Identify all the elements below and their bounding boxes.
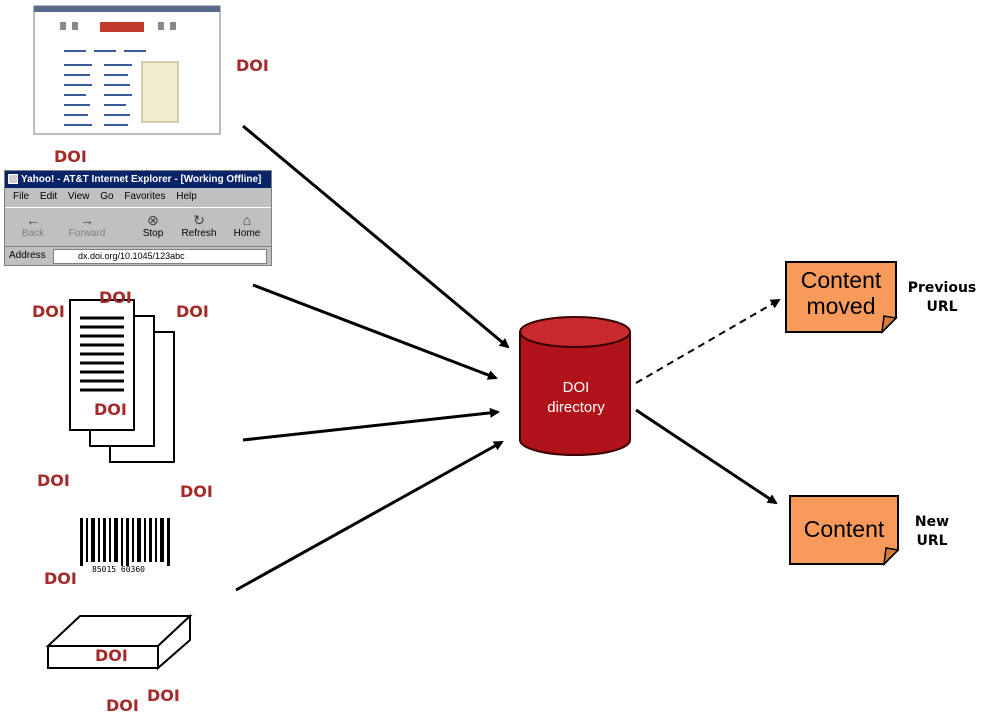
stop-button-label: Stop <box>142 228 164 239</box>
forward-arrow-icon: → <box>80 212 94 228</box>
arrow-directory-to-new-url <box>635 408 778 505</box>
address-bar: Address dx.doi.org/10.1045/123abc <box>5 247 271 265</box>
doi-directory-label: DOI directory <box>521 378 631 418</box>
menu-file[interactable]: File <box>13 191 30 202</box>
doi-label-webpage: DOI <box>236 56 269 75</box>
browser-app-icon <box>8 174 18 184</box>
barcode-icon <box>80 518 170 566</box>
disk-drive-icon <box>45 613 193 671</box>
arrow-directory-to-previous-url <box>635 298 781 384</box>
home-icon: ⌂ <box>242 212 252 228</box>
menu-help[interactable]: Help <box>176 191 197 202</box>
home-button-label: Home <box>233 228 261 239</box>
new-url-line1: New <box>914 514 950 530</box>
back-button[interactable]: ← Back <box>13 212 53 239</box>
content-moved-line2: moved <box>806 293 876 319</box>
doi-label-disk-left: DOI <box>106 696 139 715</box>
doi-label-docs-bottom-right: DOI <box>180 482 213 501</box>
home-button[interactable]: ⌂ Home <box>227 212 267 239</box>
doi-label-disk: DOI <box>95 646 128 665</box>
browser-toolbar: ← Back → Forward ⊗ Stop ↻ Refresh ⌂ Home <box>5 207 271 247</box>
refresh-icon: ↻ <box>193 212 205 228</box>
menu-favorites[interactable]: Favorites <box>124 191 166 202</box>
back-arrow-icon: ← <box>26 212 40 228</box>
doi-label-docs-center: DOI <box>94 400 127 419</box>
doi-label-docs-bottom-left: DOI <box>37 471 70 490</box>
arrow-barcode-to-directory <box>235 440 504 592</box>
arrow-documents-to-directory <box>242 407 500 442</box>
new-url-label: New URL <box>908 513 956 551</box>
refresh-button-label: Refresh <box>181 228 217 239</box>
doi-directory-cylinder <box>519 316 631 456</box>
content-line1: Content <box>803 516 885 542</box>
address-label: Address <box>9 250 46 261</box>
address-input[interactable]: dx.doi.org/10.1045/123abc <box>53 249 267 264</box>
doi-directory-line1: DOI <box>562 379 590 396</box>
doi-label-webpage-bottom: DOI <box>54 147 87 166</box>
browser-title-text: Yahoo! - AT&T Internet Explorer - [Worki… <box>21 174 262 185</box>
new-url-line2: URL <box>916 533 948 549</box>
arrow-browser-to-directory <box>252 283 498 380</box>
browser-window: Yahoo! - AT&T Internet Explorer - [Worki… <box>4 170 272 266</box>
content-moved-note <box>785 261 898 335</box>
doi-label-docs-top: DOI <box>99 288 132 307</box>
stop-button[interactable]: ⊗ Stop <box>133 212 173 239</box>
doi-label-barcode: DOI <box>44 569 77 588</box>
browser-title-bar: Yahoo! - AT&T Internet Explorer - [Worki… <box>5 171 271 188</box>
refresh-button[interactable]: ↻ Refresh <box>179 212 219 239</box>
forward-button-label: Forward <box>68 228 106 239</box>
doi-directory-line2: directory <box>547 399 605 416</box>
previous-url-line2: URL <box>926 299 958 315</box>
back-button-label: Back <box>21 228 45 239</box>
forward-button[interactable]: → Forward <box>67 212 107 239</box>
previous-url-label: Previous URL <box>905 279 979 317</box>
web-page-thumbnail <box>33 5 221 135</box>
content-moved-line1: Content <box>800 267 882 293</box>
menu-view[interactable]: View <box>67 191 90 202</box>
content-text: Content <box>790 516 898 542</box>
doi-label-docs-left: DOI <box>32 302 65 321</box>
document-stack-icon <box>69 299 175 463</box>
arrow-webpage-to-directory <box>242 124 510 349</box>
doi-label-disk-right: DOI <box>147 686 180 705</box>
menu-edit[interactable]: Edit <box>39 191 58 202</box>
doi-label-docs-right: DOI <box>176 302 209 321</box>
previous-url-line1: Previous <box>907 280 977 296</box>
menu-go[interactable]: Go <box>100 191 114 202</box>
content-note <box>789 495 900 567</box>
content-moved-text: Content moved <box>786 267 896 319</box>
barcode-digits: 85015 60360 <box>92 565 145 574</box>
stop-icon: ⊗ <box>147 212 159 228</box>
browser-menu-bar: File Edit View Go Favorites Help <box>5 189 271 205</box>
